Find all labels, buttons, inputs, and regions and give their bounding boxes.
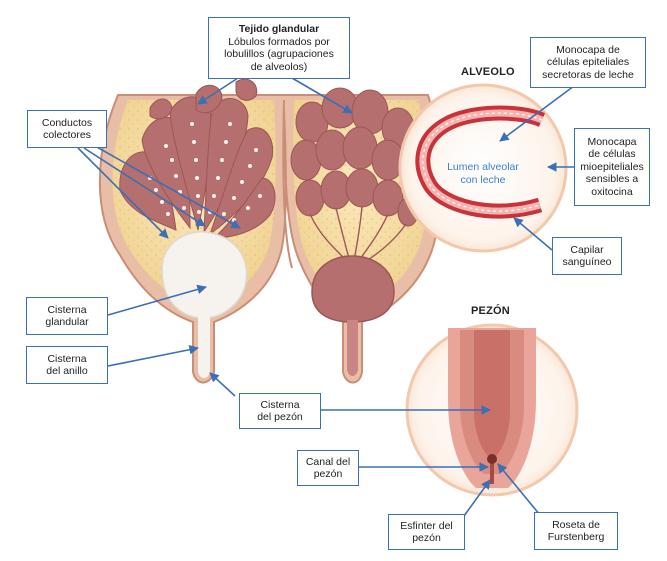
- conductos-line-1: Conductos: [41, 116, 93, 129]
- capilar-line-1: Capilar: [570, 243, 604, 256]
- teat-cistern-left: [198, 316, 210, 378]
- cisterna-pezon-line-1: Cisterna: [260, 398, 300, 411]
- gland-cistern-right: [311, 255, 395, 323]
- label-cisterna-anillo: Cisterna del anillo: [26, 346, 108, 384]
- teat-cistern-detail: [474, 330, 510, 456]
- canal-pezon-line-2: pezón: [313, 468, 343, 480]
- esfinter-line-1: Esfinter del: [400, 519, 453, 532]
- lumen-line-2: con leche: [460, 174, 506, 186]
- cisterna-pezon-line-2: del pezón: [257, 411, 303, 423]
- pezon-title: PEZÓN: [471, 305, 510, 317]
- mioepitelial-line-3: mioepiteliales: [580, 160, 644, 173]
- cisterna-glandular-line-1: Cisterna: [47, 303, 87, 316]
- lumen-line-1: Lumen alveolar: [447, 161, 519, 173]
- secretora-line-2: células epiteliales: [546, 56, 630, 69]
- label-cisterna-glandular: Cisterna glandular: [26, 297, 108, 335]
- mioepitelial-line-1: Monocapa: [587, 135, 637, 148]
- capilar-line-2: sanguíneo: [562, 256, 612, 268]
- label-conductos-colectores: Conductos colectores: [27, 110, 107, 148]
- alveolo-title: ALVEOLO: [461, 66, 515, 78]
- roseta-line-1: Roseta de: [552, 518, 600, 531]
- tejido-line-2: lobulillos (agrupaciones: [224, 48, 334, 60]
- cisterna-anillo-line-2: del anillo: [46, 365, 88, 377]
- udder: [98, 78, 443, 384]
- canal-pezon-line-1: Canal del: [305, 455, 351, 468]
- tejido-title: Tejido glandular: [238, 23, 320, 35]
- esfinter-line-2: pezón: [412, 532, 441, 544]
- secretora-line-3: secretoras de leche: [542, 68, 634, 81]
- label-cisterna-pezon: Cisterna del pezón: [239, 393, 321, 429]
- tejido-line-1: Lóbulos formados por: [228, 35, 330, 48]
- mioepitelial-line-4: sensibles a: [585, 173, 639, 186]
- label-arrows: [77, 77, 575, 517]
- label-tejido-glandular: Tejido glandular Lóbulos formados por lo…: [208, 17, 350, 79]
- label-monocapa-mioepitelial: Monocapa de células mioepiteliales sensi…: [574, 128, 650, 206]
- tejido-line-3: de alveolos): [250, 60, 308, 73]
- label-esfinter-pezon: Esfinter del pezón: [388, 514, 465, 550]
- furstenberg-rosette: [487, 454, 497, 464]
- cisterna-glandular-line-2: glandular: [45, 316, 89, 328]
- conductos-line-2: colectores: [43, 129, 91, 141]
- roseta-line-2: Furstenberg: [547, 531, 605, 543]
- mioepitelial-line-2: de células: [588, 148, 636, 161]
- alveolus-detail: [398, 83, 568, 253]
- label-monocapa-secretora: Monocapa de células epiteliales secretor…: [530, 37, 646, 88]
- mioepitelial-line-5: oxitocina: [591, 185, 633, 198]
- label-capilar-sanguineo: Capilar sanguíneo: [552, 237, 622, 275]
- lumen-label: Lumen alveolar con leche: [430, 161, 536, 187]
- secretora-line-1: Monocapa de: [556, 43, 620, 56]
- label-canal-pezon: Canal del pezón: [297, 450, 359, 486]
- gland-cistern: [161, 231, 248, 319]
- label-roseta-furstenberg: Roseta de Furstenberg: [534, 512, 618, 550]
- cisterna-anillo-line-1: Cisterna: [47, 352, 87, 365]
